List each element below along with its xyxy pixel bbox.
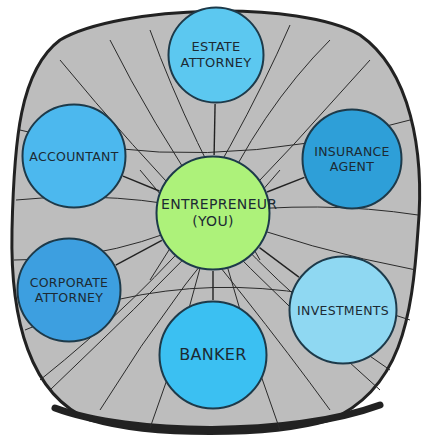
node-label: ESTATE ATTORNEY <box>174 39 258 70</box>
advisor-circle: ACCOUNTANT <box>21 103 127 209</box>
connector-line <box>259 248 298 277</box>
node-label: BANKER <box>163 345 263 364</box>
advisor-circle: INVESTMENTS <box>288 255 398 365</box>
advisor-circle: CORPORATE ATTORNEY <box>16 237 122 343</box>
advisor-circle: ESTATE ATTORNEY <box>167 6 265 104</box>
node-label: ACCOUNTANT <box>25 149 123 164</box>
entrepreneur-circle: ENTREPRENEUR (YOU) <box>155 155 271 271</box>
node-label: CORPORATE ATTORNEY <box>23 275 115 305</box>
connector-line <box>212 271 213 300</box>
connector-line <box>267 177 304 192</box>
node-label: ENTREPRENEUR (YOU) <box>161 196 265 230</box>
node-label: INVESTMENTS <box>291 303 395 318</box>
advisor-circle: INSURANCE AGENT <box>301 108 403 210</box>
connector-line <box>123 176 159 191</box>
connector-line <box>116 240 162 265</box>
advisor-circle: BANKER <box>158 300 268 410</box>
node-label: INSURANCE AGENT <box>309 144 395 174</box>
connector-line <box>213 104 215 155</box>
